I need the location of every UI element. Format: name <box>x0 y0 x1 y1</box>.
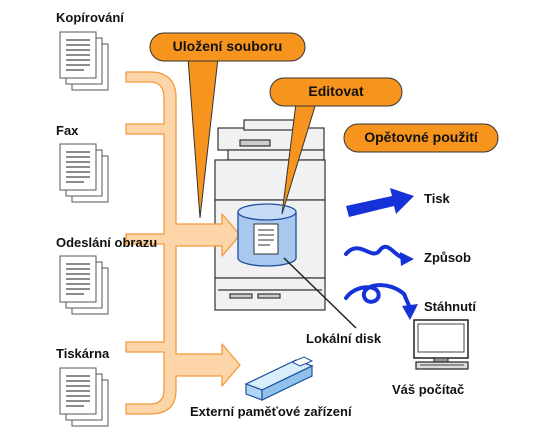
copy-document-stack <box>59 31 109 91</box>
local-disk-label: Lokální disk <box>306 331 382 346</box>
method-arrowhead-icon <box>400 252 414 266</box>
save-callout: Uložení souboru <box>172 38 283 54</box>
reuse-callout-bubble <box>343 123 499 153</box>
method-arrow-icon <box>344 244 406 260</box>
edit-callout: Editovat <box>308 83 364 99</box>
local-disk-leader-line <box>283 257 357 329</box>
reuse-callout: Opětovné použití <box>364 129 478 145</box>
print-arrow-icon <box>346 188 414 217</box>
download-label: Stáhnutí <box>424 299 476 314</box>
external-memory-label: Externí paměťové zařízení <box>190 404 352 419</box>
edit-callout-bubble <box>269 77 403 107</box>
flow-bracket-arrows <box>125 71 241 415</box>
method-label: Způsob <box>424 250 471 265</box>
scan-document-stack <box>59 255 109 315</box>
callout-pointers <box>187 57 317 219</box>
computer-icon <box>413 319 469 370</box>
external-memory-icon <box>244 356 314 401</box>
scan-label: Odeslání obrazu <box>56 235 158 250</box>
fax-label: Fax <box>56 123 79 138</box>
local-disk-icon <box>237 203 297 267</box>
printer-document-stack <box>59 367 109 427</box>
fax-document-stack <box>59 143 109 203</box>
download-arrow-icon <box>344 283 412 310</box>
copy-label: Kopírování <box>56 10 124 25</box>
save-callout-bubble <box>149 32 306 62</box>
computer-label: Váš počítač <box>392 382 465 397</box>
download-arrowhead-icon <box>402 304 418 320</box>
printer-label: Tiskárna <box>56 346 110 361</box>
print-label: Tisk <box>424 191 450 206</box>
